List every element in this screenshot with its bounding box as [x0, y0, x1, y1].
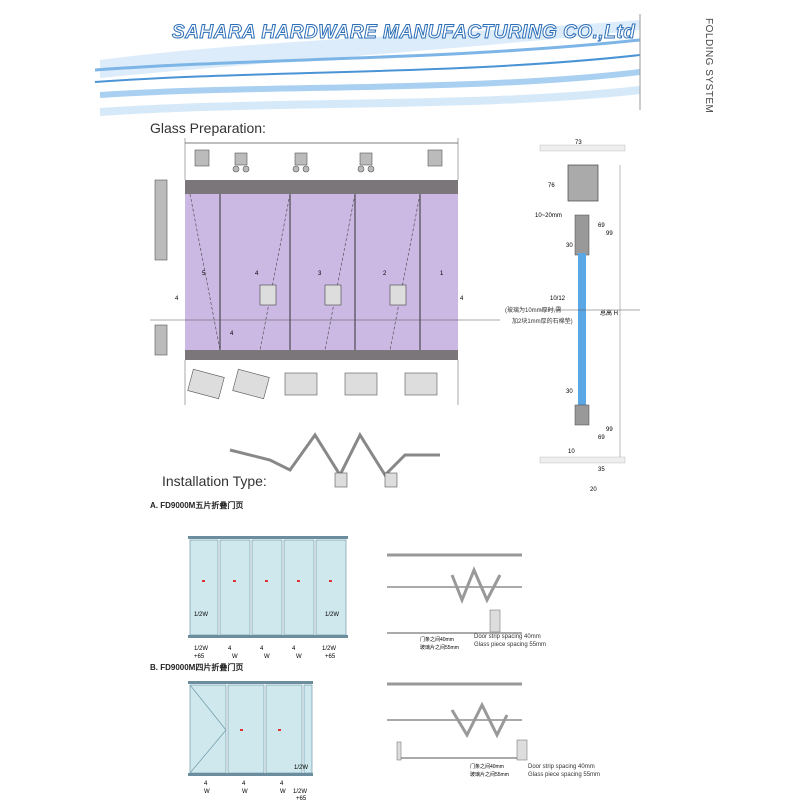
dim-w: W [296, 654, 302, 660]
dim-w: W [264, 654, 270, 660]
dim-half-w: 1/2W [194, 612, 208, 618]
type-a-elevation: 1/2W 1/2W 1/2W +65 4 4 4 W W W 1/2W +65 [188, 536, 348, 660]
gap-label: 4 [230, 331, 234, 337]
note-line-2: 加2块1mm厚的石棉垫) [512, 319, 573, 325]
note-line-1: (玻璃为10mm厚时,需 [505, 308, 562, 314]
panel-number: 5 [202, 271, 206, 277]
glass-prep-drawing: 5 4 3 2 1 4 4 4 [150, 138, 500, 488]
panel-number: 4 [255, 271, 259, 277]
dim-69-bot: 69 [598, 435, 605, 441]
panel-number: 1 [440, 271, 444, 277]
dim-65: +65 [296, 796, 307, 800]
glass-piece-cn: 玻璃片之间55mm [470, 771, 509, 778]
dim-30-bot: 30 [566, 389, 573, 395]
dim-69-top: 69 [598, 223, 605, 229]
dim-half-w: 1/2W [194, 646, 208, 652]
door-strip-cn: 门条之间40mm [420, 636, 454, 643]
type-b-title: B. FD9000M四片折叠门页 [150, 663, 244, 672]
glass-prep-title: Glass Preparation: [150, 120, 266, 136]
dim-99-bot: 99 [606, 427, 613, 433]
header-swoosh [94, 14, 641, 116]
dim-half-w: 1/2W [294, 765, 308, 771]
height-label: 总高 H [600, 309, 618, 317]
dim-clearance: 10~20mm [535, 213, 562, 219]
dim-half-w: 1/2W [293, 789, 307, 795]
dim-half-w: 1/2W [322, 646, 336, 652]
dim-width: 73 [575, 140, 582, 146]
dim-w: W [280, 789, 286, 795]
dim-4: 4 [204, 781, 208, 787]
type-b-elevation: 1/2W 4 4 4 W W W 1/2W +65 [188, 681, 313, 800]
company-name: SAHARA HARDWARE MANUFACTURING CO.,Ltd [171, 22, 636, 44]
dim-65: +65 [194, 654, 205, 660]
dim-35: 35 [598, 467, 605, 473]
dim-4: 4 [228, 646, 232, 652]
section-view-drawing: 73 76 10~20mm 69 99 30 10/12 总高 H 30 69 … [535, 140, 640, 493]
dim-4: 4 [242, 781, 246, 787]
dim-65: +65 [325, 654, 336, 660]
dim-4: 4 [292, 646, 296, 652]
dim-20: 20 [590, 487, 597, 493]
dim-w: W [242, 789, 248, 795]
glass-piece-en: Glass piece spacing 55mm [528, 772, 601, 778]
dim-w: W [232, 654, 238, 660]
panel-number: 3 [318, 271, 322, 277]
install-title: Installation Type: [162, 473, 267, 489]
dim-4: 4 [280, 781, 284, 787]
panel-number: 2 [383, 271, 387, 277]
dim-w: W [204, 789, 210, 795]
gap-label: 4 [460, 296, 464, 302]
dim-half-w: 1/2W [325, 612, 339, 618]
dim-99-top: 99 [606, 231, 613, 237]
dim-30-top: 30 [566, 243, 573, 249]
door-strip-cn: 门条之间40mm [470, 763, 504, 770]
door-strip-en: Door strip spacing 40mm [528, 764, 595, 770]
dim-top-height: 76 [548, 183, 555, 189]
type-a-plan: 门条之间40mm 玻璃片之间55mm [387, 553, 522, 651]
dim-glass-thk: 10/12 [550, 296, 566, 302]
door-strip-en: Door strip spacing 40mm [474, 634, 541, 640]
glass-piece-cn: 玻璃片之间55mm [420, 644, 459, 651]
type-b-plan: 门条之间40mm 玻璃片之间55mm [387, 682, 528, 778]
type-a-title: A. FD9000M五片折叠门页 [150, 501, 244, 510]
dim-4: 4 [260, 646, 264, 652]
glass-piece-en: Glass piece spacing 55mm [474, 642, 547, 648]
gap-label: 4 [175, 296, 179, 302]
dim-10: 10 [568, 449, 575, 455]
side-label: FOLDING SYSTEM [703, 18, 714, 114]
